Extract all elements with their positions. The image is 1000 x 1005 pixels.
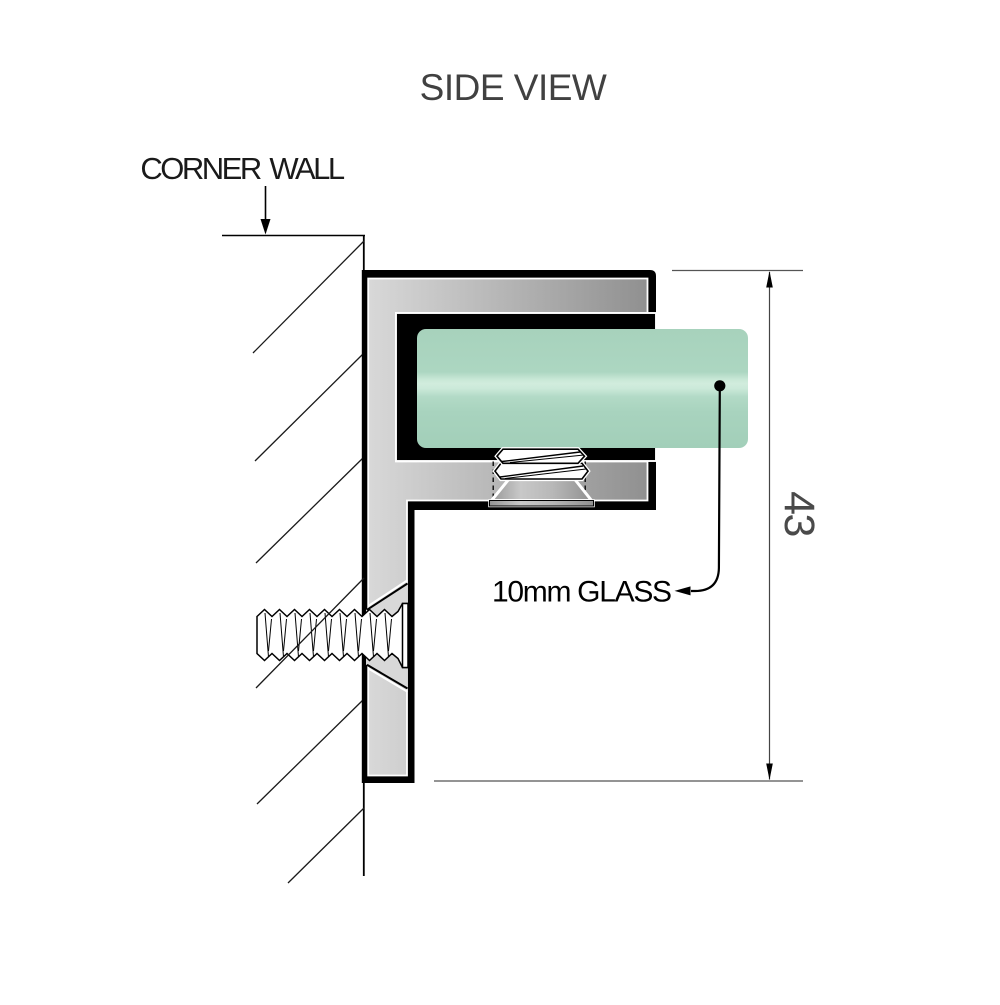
svg-text:43: 43 [775,491,823,536]
svg-text:SIDE VIEW: SIDE VIEW [420,67,607,108]
svg-text:10mm GLASS: 10mm GLASS [492,576,671,609]
svg-text:CORNER WALL: CORNER WALL [140,151,344,186]
